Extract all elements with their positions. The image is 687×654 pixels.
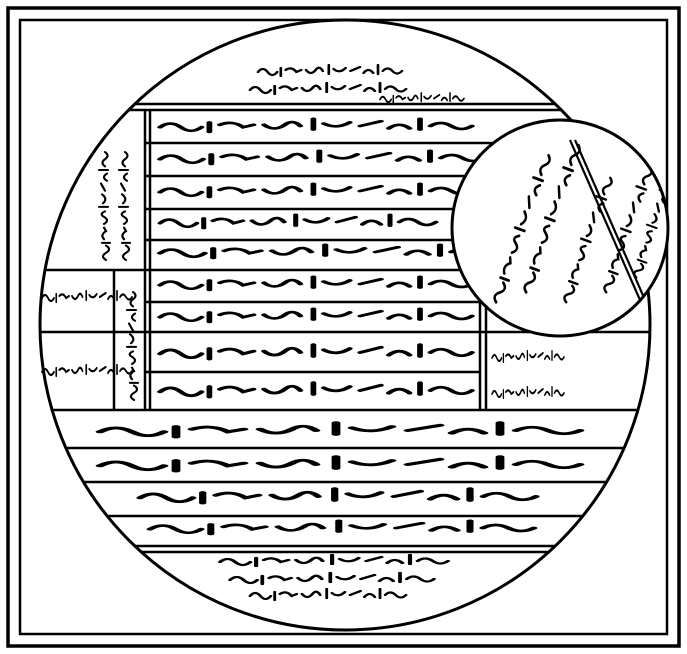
outer-frame <box>6 6 681 648</box>
main-circle <box>38 18 652 632</box>
inset-circle <box>450 118 670 338</box>
inset-circle-content <box>487 139 668 306</box>
